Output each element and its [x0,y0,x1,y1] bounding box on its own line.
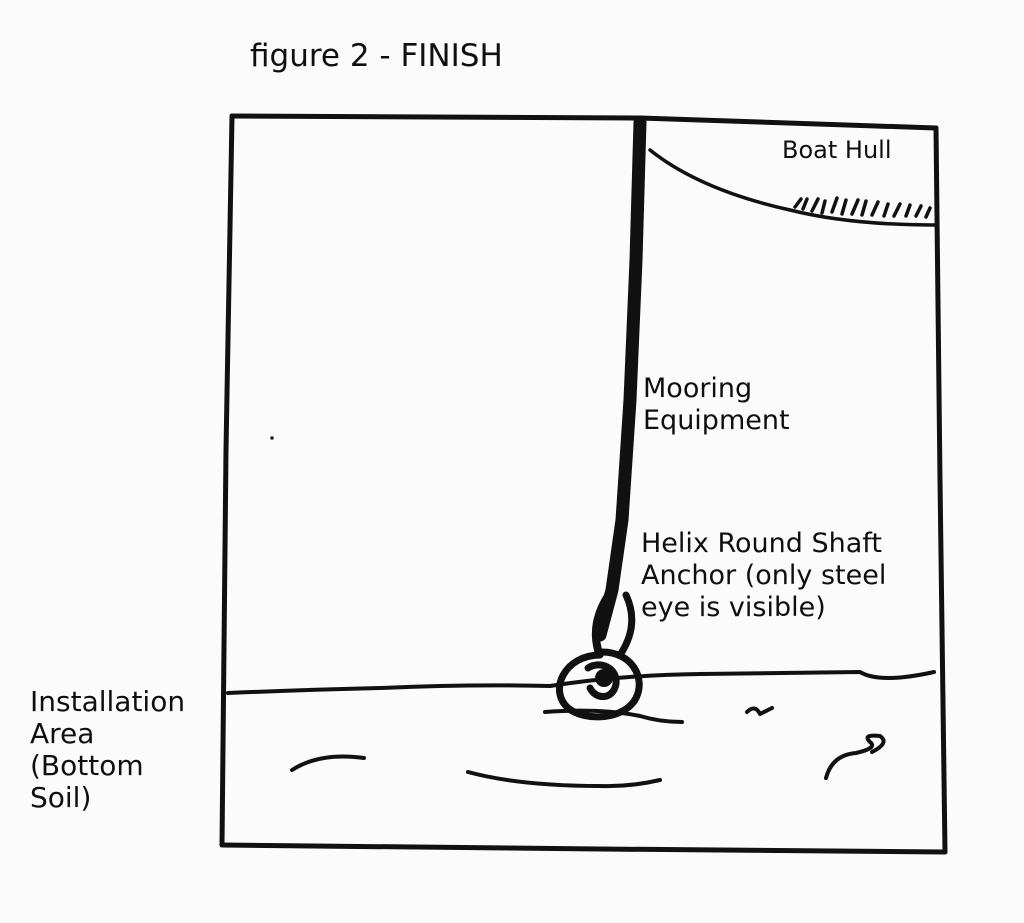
figure-title: figure 2 - FINISH [250,38,503,74]
installation-area-label: Installation Area (Bottom Soil) [30,685,186,814]
seabed [226,670,936,789]
mooring-line [591,115,647,659]
helix-anchor-label: Helix Round Shaft Anchor (only steel eye… [641,528,887,623]
mooring-equipment-label: Mooring Equipment [643,373,790,436]
boat-hull-label: Boat Hull [782,136,892,164]
boat-hull-shape [648,148,937,227]
frame-box [219,113,948,855]
ink-speck [270,436,274,440]
